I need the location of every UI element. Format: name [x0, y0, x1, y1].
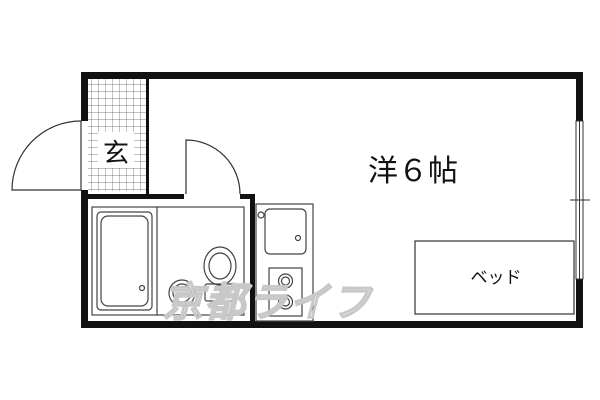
bathtub — [96, 211, 153, 311]
kitchen-sink — [264, 208, 307, 255]
bathroom-outline — [91, 206, 245, 316]
entrance-label-bg — [98, 132, 134, 168]
room-door — [185, 139, 241, 195]
stove-burner-2 — [277, 294, 294, 310]
wall-left-lower — [81, 190, 88, 328]
wall-right-upper — [576, 72, 583, 121]
wall-right-lower — [576, 279, 583, 328]
bathtub-drain — [138, 284, 146, 292]
wall-top — [81, 72, 583, 79]
stove — [268, 267, 303, 317]
bathtub-inner — [100, 215, 149, 307]
sink-faucet — [257, 211, 265, 219]
bathroom-wall-right — [250, 194, 255, 328]
outer-walls — [81, 72, 583, 328]
stove-burner-1 — [277, 273, 294, 289]
bathroom-wall-top-right — [240, 194, 255, 199]
bed — [414, 240, 575, 315]
toilet-bowl — [203, 246, 237, 286]
inner-walls — [81, 79, 255, 328]
entry-door — [11, 120, 82, 191]
bed-label: ベッド — [471, 268, 522, 288]
western-room-label: 洋６帖 — [368, 154, 458, 189]
entrance-wall-right — [146, 79, 149, 194]
wall-left-upper — [81, 72, 88, 121]
bathroom-wall-top — [81, 194, 184, 199]
washbasin — [168, 279, 196, 307]
kitchen-counter — [255, 203, 314, 322]
entrance-label: 玄 — [103, 139, 129, 169]
unit-bathroom — [91, 206, 245, 316]
toilet-tank — [204, 283, 236, 302]
watermark-logo: 京都ライフ — [163, 280, 373, 326]
stove-burner-2-inner — [280, 297, 291, 307]
stove-burner-1-inner — [280, 276, 291, 286]
sink-drain — [294, 234, 302, 242]
toilet-bowl-inner — [208, 252, 232, 280]
kitchen — [255, 203, 314, 322]
window — [570, 120, 590, 280]
wall-bottom — [81, 321, 583, 328]
washbasin-inner — [172, 283, 192, 303]
